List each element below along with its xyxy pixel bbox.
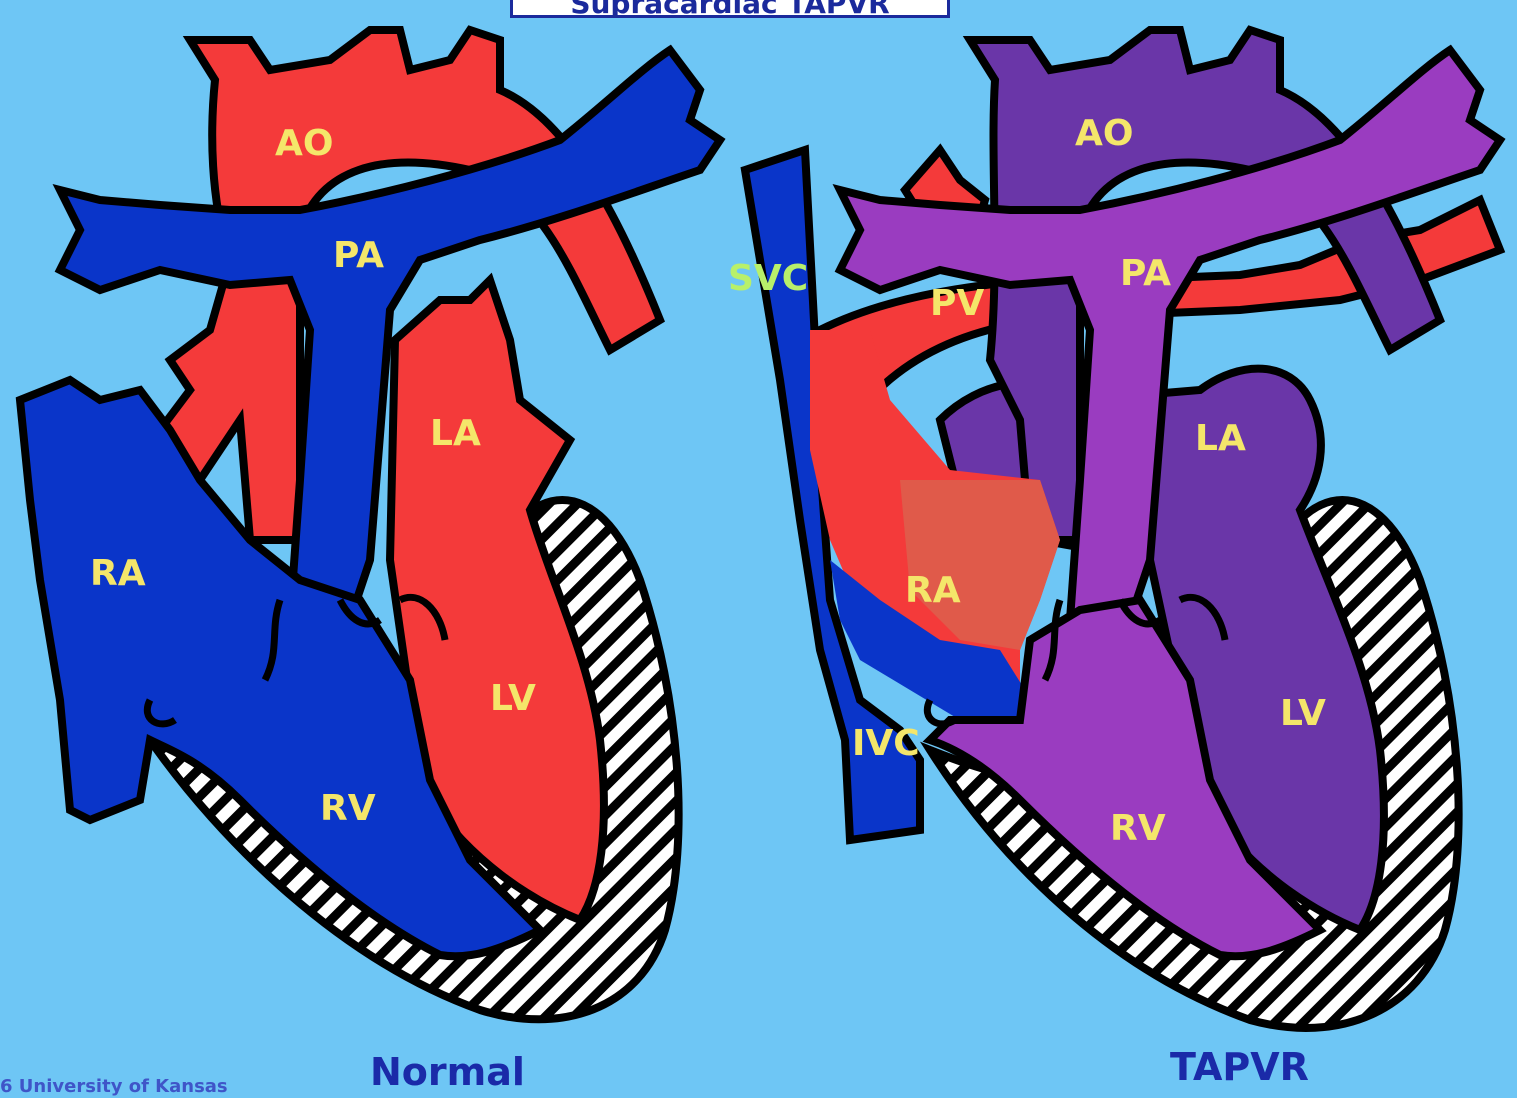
normal-label-ao: AO xyxy=(275,123,333,164)
normal-label-pa: PA xyxy=(333,235,384,276)
tapvr-label-lv: LV xyxy=(1280,693,1326,734)
normal-label-rv: RV xyxy=(320,788,376,829)
tapvr-label-pv: PV xyxy=(930,283,984,324)
normal-label-la: LA xyxy=(430,413,481,454)
tapvr-label-rv: RV xyxy=(1110,808,1166,849)
tapvr-label-svc: SVC xyxy=(728,258,808,299)
tapvr-heart: SVC PV AO PA LA RA LV IVC RV TAPVR xyxy=(728,30,1500,1089)
tapvr-label-ra: RA xyxy=(905,570,961,611)
normal-label-ra: RA xyxy=(90,553,146,594)
normal-label-lv: LV xyxy=(490,678,536,719)
tapvr-label-pa: PA xyxy=(1120,253,1171,294)
tapvr-label-ao: AO xyxy=(1075,113,1133,154)
tapvr-label-la: LA xyxy=(1195,418,1246,459)
tapvr-caption: TAPVR xyxy=(1170,1045,1309,1089)
normal-heart: AO PA LA RA LV RV Normal xyxy=(20,30,720,1094)
tapvr-label-ivc: IVC xyxy=(852,723,920,764)
copyright-text: 6 University of Kansas xyxy=(0,1076,228,1097)
normal-caption: Normal xyxy=(370,1050,525,1094)
